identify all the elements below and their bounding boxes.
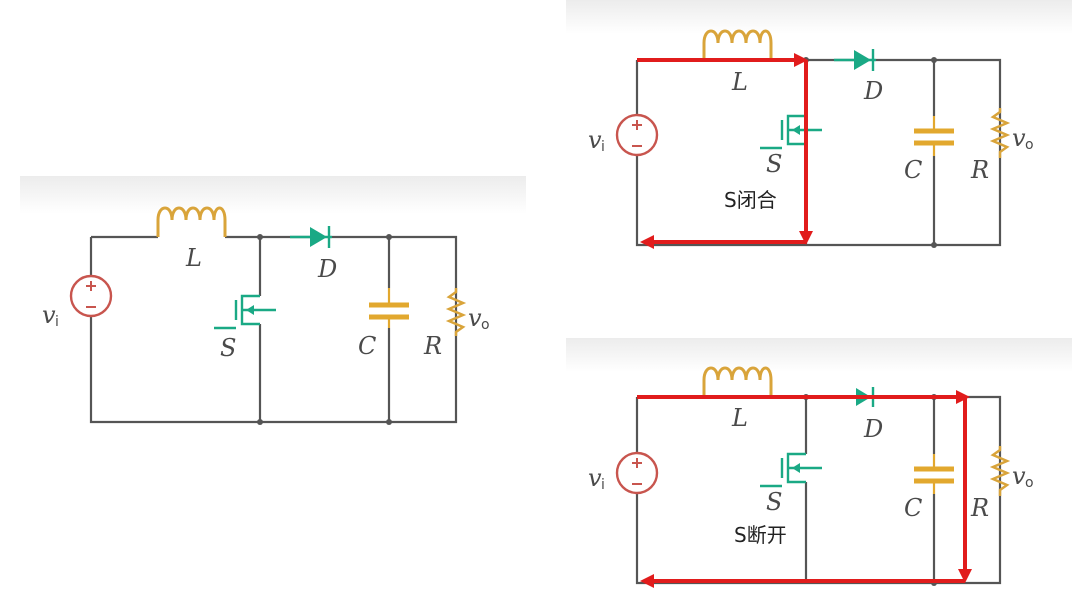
capacitor-symbol <box>914 116 954 156</box>
boost-circuit-closed-diagram: L D S C R v i v o S闭合 <box>588 29 1034 249</box>
label-vi-sub: i <box>55 314 59 330</box>
panel-shade <box>566 338 1072 372</box>
label-L: L <box>731 68 748 96</box>
label-D: D <box>317 255 337 283</box>
boost-circuit-diagram: L D S C R v i v o <box>42 206 490 425</box>
boost-circuit-open-diagram: L D S C R v i v o S断开 <box>588 366 1034 588</box>
label-C: C <box>358 332 376 360</box>
current-path-arrows <box>637 390 972 588</box>
junction-dot <box>931 242 937 248</box>
mosfet-switch-symbol <box>760 452 822 488</box>
circuit-panel-switch-closed: L D S C R v i v o S闭合 <box>566 0 1072 262</box>
circuit-wires <box>89 235 458 424</box>
label-D: D <box>863 415 883 443</box>
label-vi-sub: i <box>601 139 605 155</box>
branch-wires <box>804 397 936 583</box>
branch-wires <box>258 237 391 422</box>
resistor-symbol <box>989 108 1011 158</box>
junction-dot <box>257 234 263 240</box>
junction-dot <box>386 234 392 240</box>
label-D: D <box>863 77 883 105</box>
inductor-symbol <box>156 206 227 237</box>
voltage-source-symbol <box>615 113 659 157</box>
label-L: L <box>185 244 202 272</box>
label-C: C <box>904 494 922 522</box>
state-caption-closed: S闭合 <box>724 188 777 212</box>
current-path-arrows <box>637 53 813 249</box>
circuit-wires <box>635 58 1002 247</box>
label-vo: v <box>468 304 482 332</box>
label-vo: v <box>1012 462 1026 490</box>
label-L: L <box>731 404 748 432</box>
label-S: S <box>220 334 236 362</box>
label-vi: v <box>588 126 602 154</box>
circuit-panel-switch-open: L D S C R v i v o S断开 <box>566 338 1072 600</box>
label-R: R <box>970 156 989 184</box>
inductor-symbol <box>702 366 773 397</box>
resistor-symbol <box>445 288 467 336</box>
voltage-source-symbol <box>69 274 113 318</box>
inductor-symbol <box>702 29 773 60</box>
mosfet-switch-symbol <box>214 294 276 330</box>
label-S: S <box>766 488 782 516</box>
label-S: S <box>766 150 782 178</box>
label-vo: v <box>1012 124 1026 152</box>
diode-symbol <box>310 227 327 247</box>
panel-shade <box>566 0 1072 34</box>
state-caption-open: S断开 <box>734 523 787 547</box>
panel-shade <box>20 176 526 214</box>
voltage-source-symbol <box>615 451 659 495</box>
mosfet-switch-symbol <box>760 114 822 150</box>
label-vo-sub: o <box>1025 475 1034 491</box>
label-vi: v <box>588 464 602 492</box>
junction-dot <box>931 57 937 63</box>
label-vi: v <box>42 301 56 329</box>
capacitor-symbol <box>914 454 954 494</box>
label-vi-sub: i <box>601 477 605 493</box>
diode-symbol <box>854 50 871 70</box>
circuit-wires <box>635 395 1002 585</box>
junction-dot <box>386 419 392 425</box>
label-vo-sub: o <box>481 317 490 333</box>
capacitor-symbol <box>369 288 409 328</box>
label-R: R <box>970 494 989 522</box>
junction-dot <box>257 419 263 425</box>
circuit-panel-main: L D S C R v i v o <box>20 176 526 441</box>
label-C: C <box>904 156 922 184</box>
label-R: R <box>423 332 442 360</box>
resistor-symbol <box>989 446 1011 496</box>
label-vo-sub: o <box>1025 137 1034 153</box>
